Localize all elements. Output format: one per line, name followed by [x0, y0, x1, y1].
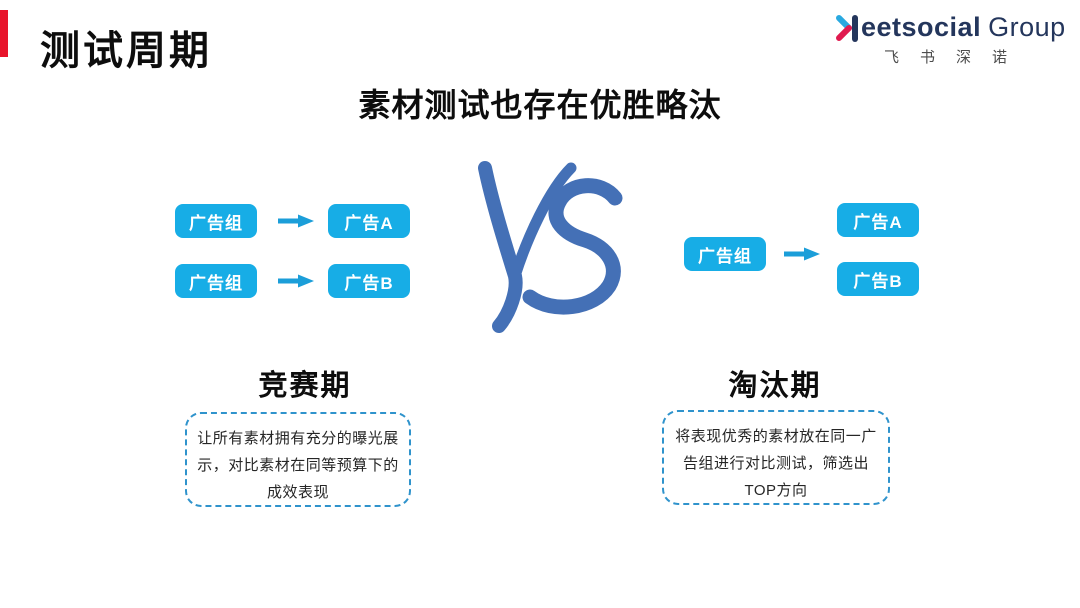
vs-graphic	[478, 161, 623, 333]
description-line: 让所有素材拥有充分的曝光展	[197, 430, 399, 447]
description-line: TOP方向	[744, 482, 808, 499]
meetsocial-logo: eetsocial Group 飞书深诺	[836, 12, 1068, 67]
competition-phase-heading: 竞赛期	[258, 370, 352, 402]
ad-group-box: 广告组	[684, 237, 766, 271]
logo-text-meetsocial: eetsocial	[861, 12, 982, 42]
logo-chinese-name: 飞书深诺	[884, 49, 1029, 66]
ad-a-box: 广告A	[837, 203, 919, 237]
arrow-right-icon	[278, 214, 314, 228]
competition-phase-description: 让所有素材拥有充分的曝光展 示，对比素材在同等预算下的 成效表现	[185, 412, 411, 507]
description-line: 将表现优秀的素材放在同一广	[675, 428, 877, 445]
title-accent-bar	[0, 10, 8, 57]
page-title: 测试周期	[40, 29, 212, 73]
arrow-right-icon	[784, 247, 820, 261]
slide-heading: 素材测试也存在优胜略汰	[358, 87, 722, 123]
meetsocial-m-icon	[836, 14, 858, 42]
description-line: 示，对比素材在同等预算下的	[197, 457, 399, 474]
elimination-phase-heading: 淘汰期	[728, 370, 822, 402]
logo-text-group: Group	[988, 12, 1066, 42]
arrow-right-icon	[278, 274, 314, 288]
ad-a-box: 广告A	[328, 204, 410, 238]
ad-group-box: 广告组	[175, 204, 257, 238]
ad-b-box: 广告B	[328, 264, 410, 298]
description-line: 成效表现	[266, 484, 329, 501]
elimination-phase-description: 将表现优秀的素材放在同一广 告组进行对比测试，筛选出 TOP方向	[662, 410, 890, 505]
ad-b-box: 广告B	[837, 262, 919, 296]
ad-group-box: 广告组	[175, 264, 257, 298]
logo-wordmark: eetsocial Group	[836, 12, 1068, 43]
description-line: 告组进行对比测试，筛选出	[682, 455, 869, 472]
